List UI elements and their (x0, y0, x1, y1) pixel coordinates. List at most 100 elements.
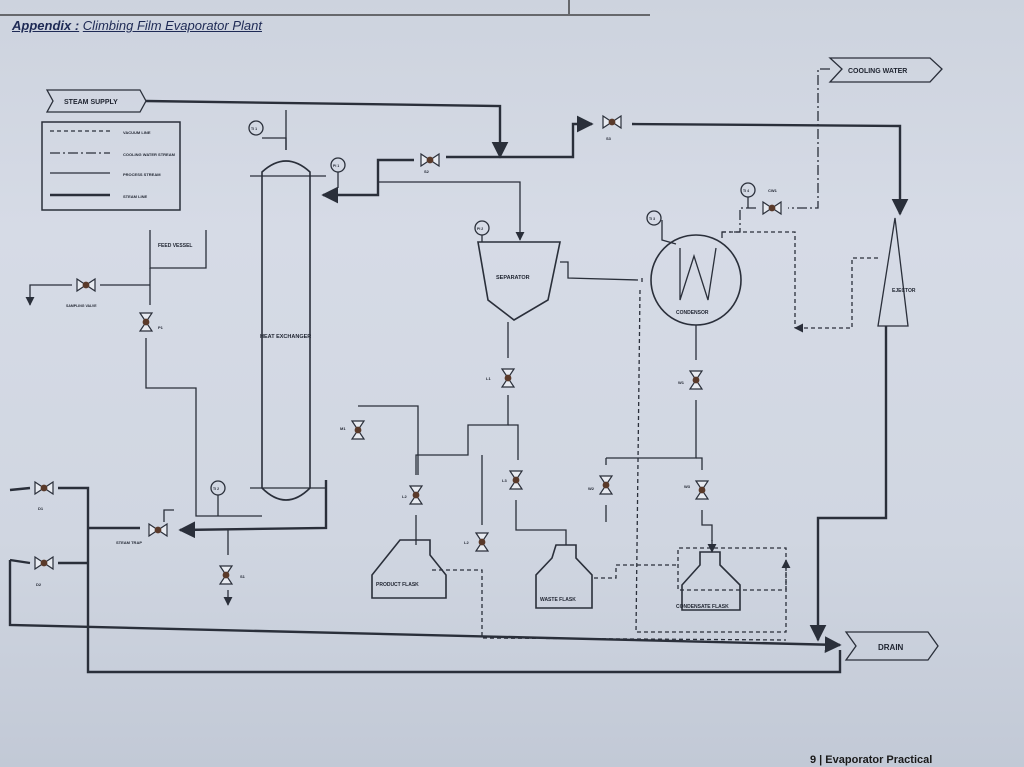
title-label: Appendix : (12, 18, 80, 33)
ti1-line (262, 137, 287, 150)
cooling-water-label: COOLING WATER (848, 68, 907, 75)
title-value: Climbing Film Evaporator Plant (82, 18, 262, 33)
pi2-label: PI 2 (477, 227, 483, 231)
valve-w1[interactable] (689, 370, 703, 390)
legend-steam-line: STEAM LINE (123, 194, 148, 199)
l2-left-label: L2 (402, 494, 407, 499)
valve-l2[interactable] (475, 532, 489, 552)
condensate-flask (681, 551, 741, 611)
l1-outlet-line (415, 395, 509, 475)
drain-arrow (844, 631, 939, 661)
header-rule (0, 14, 650, 16)
valve-l3[interactable] (509, 470, 523, 490)
vacuum-line-ejector (794, 257, 878, 333)
vacuum-line-waste (594, 564, 678, 579)
header-divider (568, 0, 570, 14)
feed-vessel-label: FEED VESSEL (158, 243, 192, 249)
separator (477, 241, 561, 321)
legend-process-stream: PROCESS STREAM (123, 172, 161, 177)
l1-to-l3-line (508, 424, 519, 460)
condensate-to-steam-trap-line (178, 480, 328, 539)
ti1-label: TI 1 (251, 127, 257, 131)
w1-outlet-line (606, 400, 697, 459)
ti4-label: TI 4 (743, 189, 749, 193)
steam-supply-label: STEAM SUPPLY (64, 99, 118, 106)
valve-d2[interactable] (34, 556, 54, 570)
l3-to-waste-line (515, 500, 567, 545)
feed-line (145, 338, 262, 517)
valve-s2[interactable] (420, 153, 440, 167)
valve-w2[interactable] (599, 475, 613, 495)
valve-m1[interactable] (351, 420, 365, 440)
s3-label: S3 (606, 136, 612, 141)
d1-line (9, 486, 90, 528)
cooling-water-to-condensor-line (721, 207, 756, 240)
steam-to-heat-exchanger-line (321, 158, 414, 204)
s1-label: S1 (240, 574, 246, 579)
steam-trap-label: STEAM TRAP (116, 540, 142, 545)
legend-cooling-water-stream: COOLING WATER STREAM (123, 152, 176, 157)
steam-to-ejector-line (631, 122, 909, 216)
valve-p1[interactable] (139, 312, 153, 332)
s2-label: S2 (424, 169, 430, 174)
valve-sampling[interactable] (76, 278, 96, 292)
w1-label: W1 (678, 380, 685, 385)
w3-label: W3 (684, 484, 691, 489)
sampling-line (30, 284, 150, 305)
cw1-label: CW1 (768, 188, 778, 193)
page-footer: 9 | Evaporator Practical (810, 754, 933, 766)
valve-s1[interactable] (219, 565, 233, 585)
pi1-label: PI 1 (333, 164, 339, 168)
drain-label: DRAIN (878, 643, 904, 652)
steam-supply-line (145, 99, 509, 159)
w1-to-w3-line (696, 457, 703, 470)
separator-to-condensor-line (560, 261, 639, 281)
m1-label: M1 (340, 426, 346, 431)
steam-trap-stem (163, 509, 174, 522)
cooling-water-arrow (828, 57, 943, 83)
steam-to-s3-line (446, 115, 594, 159)
condensate-flask-label: CONDENSATE FLASK (676, 604, 729, 610)
condensor-label: CONDENSOR (676, 310, 709, 316)
heat-exchanger-vapour-line (377, 159, 525, 241)
valve-l2-left[interactable] (409, 485, 423, 505)
heat-exchanger-label: HEAT EXCHANGER (260, 334, 311, 340)
steam-trap-drain-line (86, 528, 842, 674)
ti3-gauge (646, 210, 662, 226)
l2-label: L2 (464, 540, 469, 545)
ti3-label: TI 3 (649, 217, 655, 221)
vacuum-line-condensor (635, 278, 787, 633)
l3-label: L3 (502, 478, 507, 483)
legend-vacuum-line: VACUUM LINE (123, 130, 151, 135)
legend (41, 121, 181, 211)
feed-vessel (149, 230, 207, 269)
d2-label: D2 (36, 582, 42, 587)
legend-box (41, 121, 181, 211)
condensor-coil (679, 247, 717, 301)
valve-s3[interactable] (602, 115, 622, 129)
steam-trap-valve[interactable] (148, 523, 168, 537)
ti3-line (661, 220, 677, 245)
steam-supply-arrow (45, 89, 147, 113)
p1-label: P1 (158, 325, 164, 330)
waste-flask (535, 544, 593, 609)
separator-label: SEPARATOR (496, 275, 530, 281)
heat-exchanger-tubesheets (250, 175, 326, 489)
ejector (877, 217, 909, 327)
page-title: Appendix : Climbing Film Evaporator Plan… (12, 18, 262, 33)
ti1-gauge (248, 120, 264, 136)
heat-exchanger (261, 160, 311, 501)
vacuum-line-top (722, 231, 796, 328)
valve-cw1[interactable] (762, 201, 782, 215)
cooling-water-line (788, 68, 830, 209)
ejector-to-drain-line (809, 326, 888, 642)
product-flask (371, 539, 447, 599)
w3-to-condensate-line (701, 510, 717, 553)
valve-l1[interactable] (501, 368, 515, 388)
waste-flask-label: WASTE FLASK (540, 597, 576, 603)
valve-d1[interactable] (34, 481, 54, 495)
valve-w3[interactable] (695, 480, 709, 500)
d1-label: D1 (38, 506, 44, 511)
